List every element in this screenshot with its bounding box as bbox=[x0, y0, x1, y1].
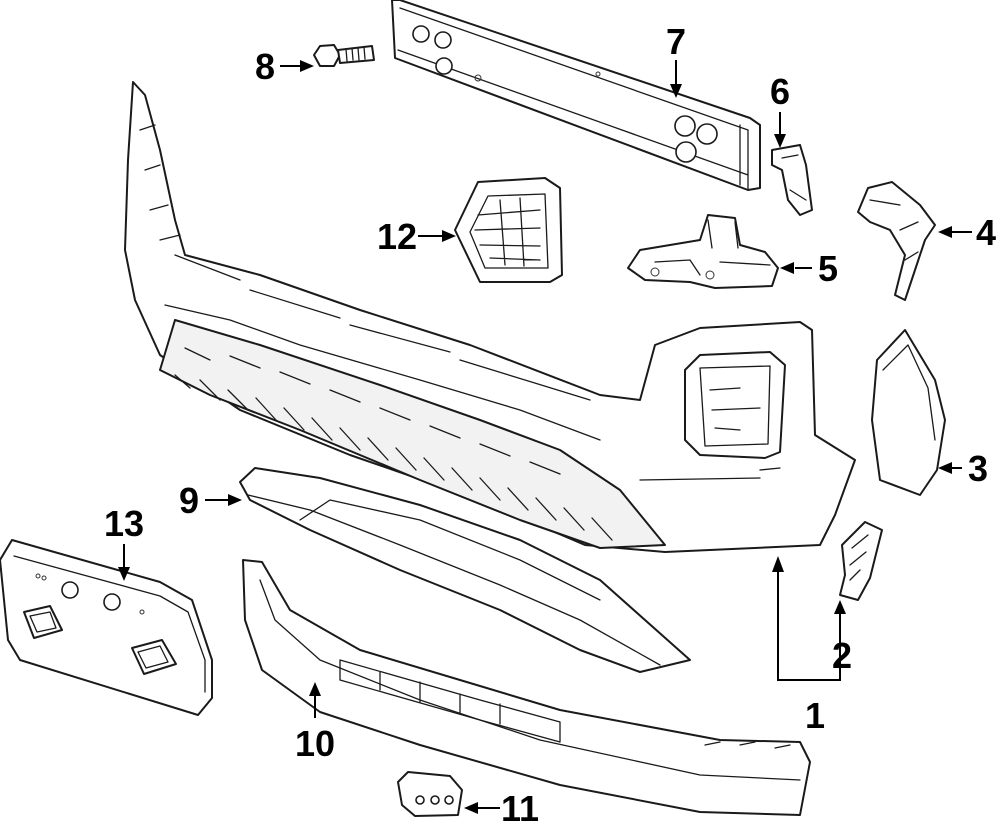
callout-7: 7 bbox=[666, 21, 686, 62]
callout-1: 1 bbox=[805, 695, 825, 736]
part-10-lower-fascia bbox=[242, 559, 811, 816]
callout-labels: 1 2 3 4 5 6 7 8 9 10 11 12 13 bbox=[104, 21, 996, 829]
part-5-sensor-bracket bbox=[627, 214, 779, 289]
callout-12: 12 bbox=[377, 216, 417, 257]
callout-3: 3 bbox=[968, 448, 988, 489]
callout-9: 9 bbox=[179, 480, 199, 521]
part-1-bumper-fascia bbox=[124, 81, 856, 553]
callout-8: 8 bbox=[255, 46, 275, 87]
part-7-reinforcement-beam bbox=[391, 0, 761, 191]
part-3-side-trim bbox=[871, 329, 946, 496]
part-13-license-plate-bracket bbox=[0, 539, 213, 716]
callout-13: 13 bbox=[104, 503, 144, 544]
callout-6: 6 bbox=[770, 71, 790, 112]
callout-4: 4 bbox=[976, 212, 996, 253]
callout-10: 10 bbox=[295, 723, 335, 764]
part-9-lower-valance bbox=[239, 467, 691, 673]
part-8-bolt bbox=[313, 44, 375, 67]
callout-11: 11 bbox=[501, 788, 539, 829]
part-4-side-bracket bbox=[857, 181, 936, 301]
part-6-bracket bbox=[771, 144, 813, 216]
part-11-tow-hook-cover bbox=[397, 771, 463, 817]
part-2-small-bracket bbox=[839, 521, 883, 601]
part-12-fog-lamp-bezel bbox=[454, 177, 563, 283]
callout-2: 2 bbox=[832, 635, 852, 676]
leader-lines bbox=[118, 60, 972, 814]
callout-5: 5 bbox=[818, 248, 838, 289]
